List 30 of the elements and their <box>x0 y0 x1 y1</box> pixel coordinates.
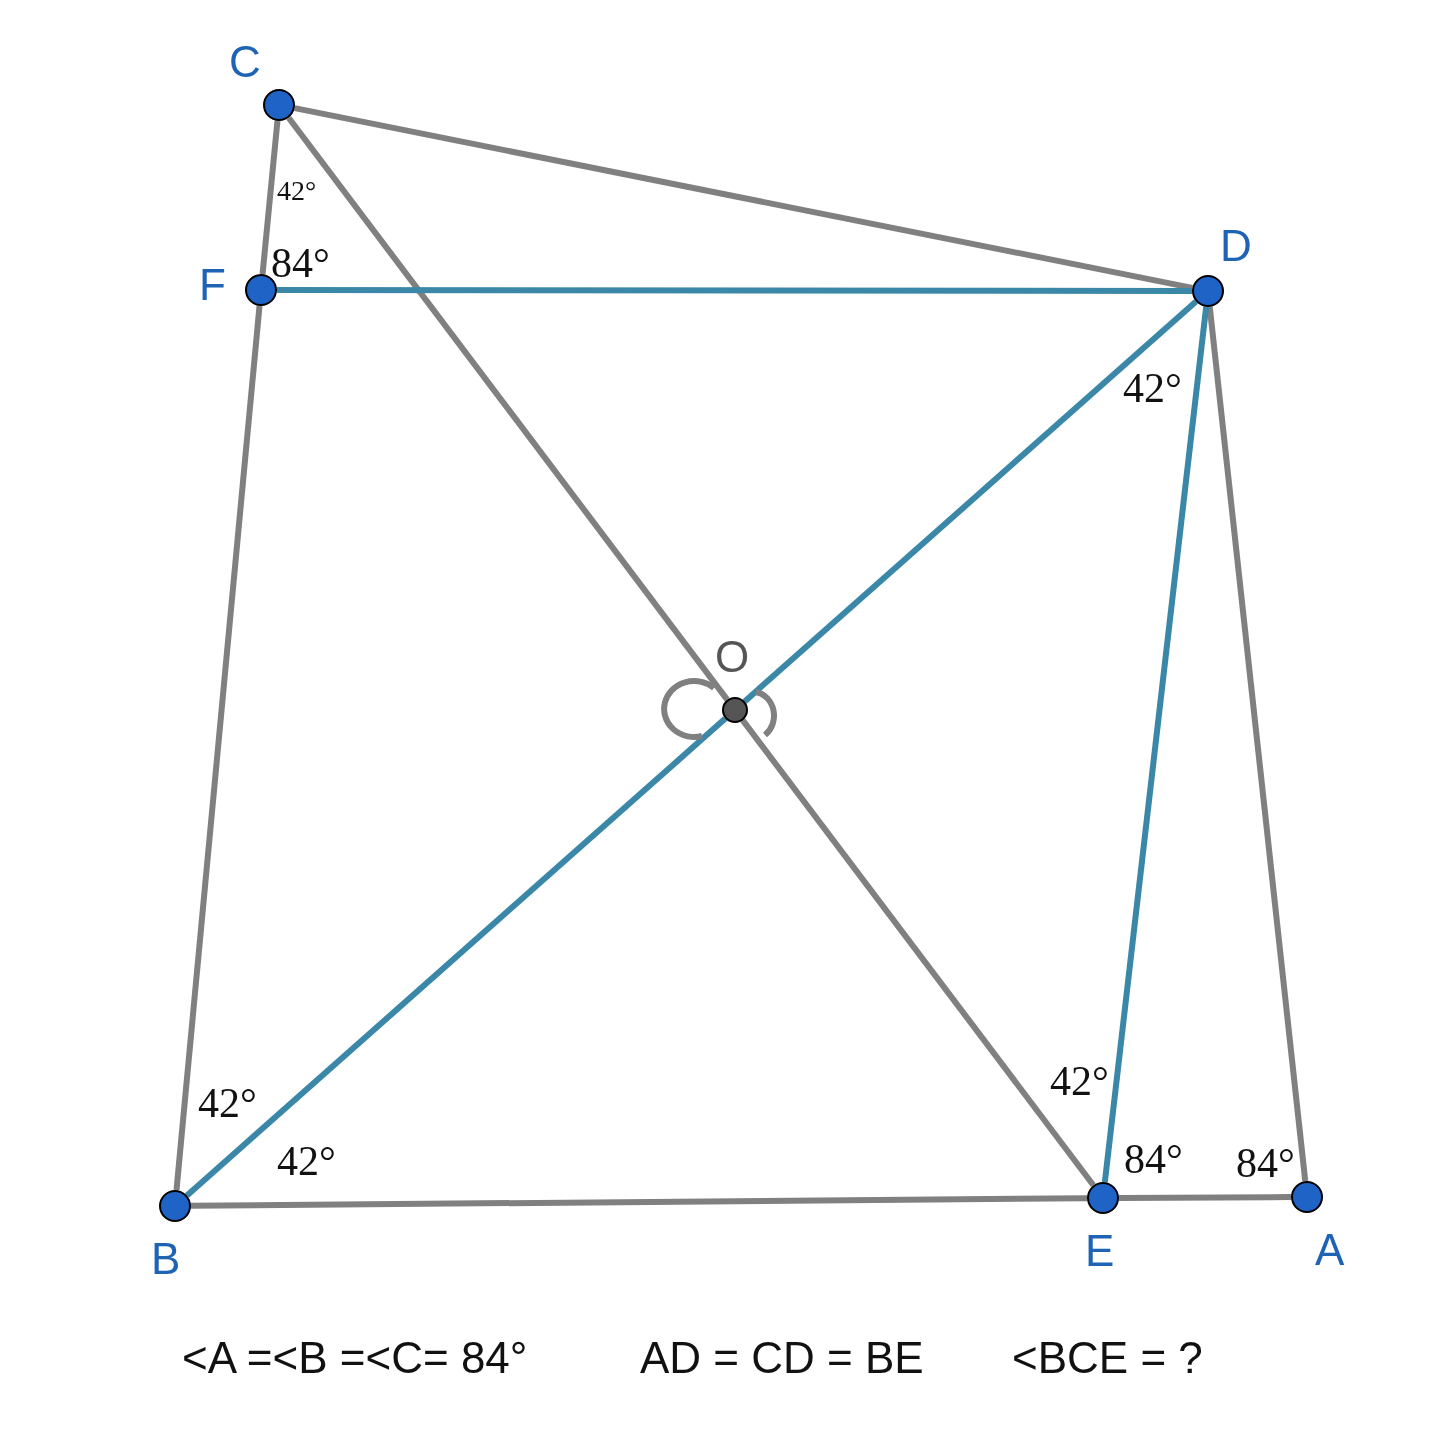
point-label: C <box>229 37 261 87</box>
line-segment <box>185 716 728 1198</box>
problem-statement: <BCE = ? <box>1012 1333 1203 1383</box>
angle-label: 42° <box>198 1080 257 1126</box>
problem-statement: <A =<B =<C= 84° <box>182 1333 528 1383</box>
angle-label: 42° <box>1123 365 1182 411</box>
line-segment <box>286 115 730 702</box>
point-label: D <box>1220 221 1252 271</box>
angle-label: 42° <box>277 174 317 208</box>
angle-label: 84° <box>1124 1136 1183 1182</box>
line-segment <box>740 718 1096 1188</box>
line-segment <box>259 120 281 275</box>
point-label: B <box>151 1234 181 1284</box>
line-segment <box>1101 306 1210 1183</box>
line-segment <box>173 305 263 1191</box>
problem-statement: AD = CD = BE <box>640 1333 924 1383</box>
line-segment <box>294 105 1193 291</box>
angle-label: 84° <box>1236 1140 1295 1186</box>
point-label: E <box>1085 1226 1115 1276</box>
line-segment <box>1206 306 1309 1182</box>
point-label: F <box>199 260 226 310</box>
line-segment <box>277 287 1192 294</box>
line-segment <box>190 1195 1088 1209</box>
line-segment <box>1119 1194 1291 1201</box>
angle-label: 84° <box>271 240 330 286</box>
point-label: A <box>1315 1225 1345 1275</box>
line-segment <box>742 299 1198 704</box>
point-label: O <box>715 632 750 682</box>
angle-label: 42° <box>277 1138 336 1184</box>
angle-label: 42° <box>1050 1058 1109 1104</box>
